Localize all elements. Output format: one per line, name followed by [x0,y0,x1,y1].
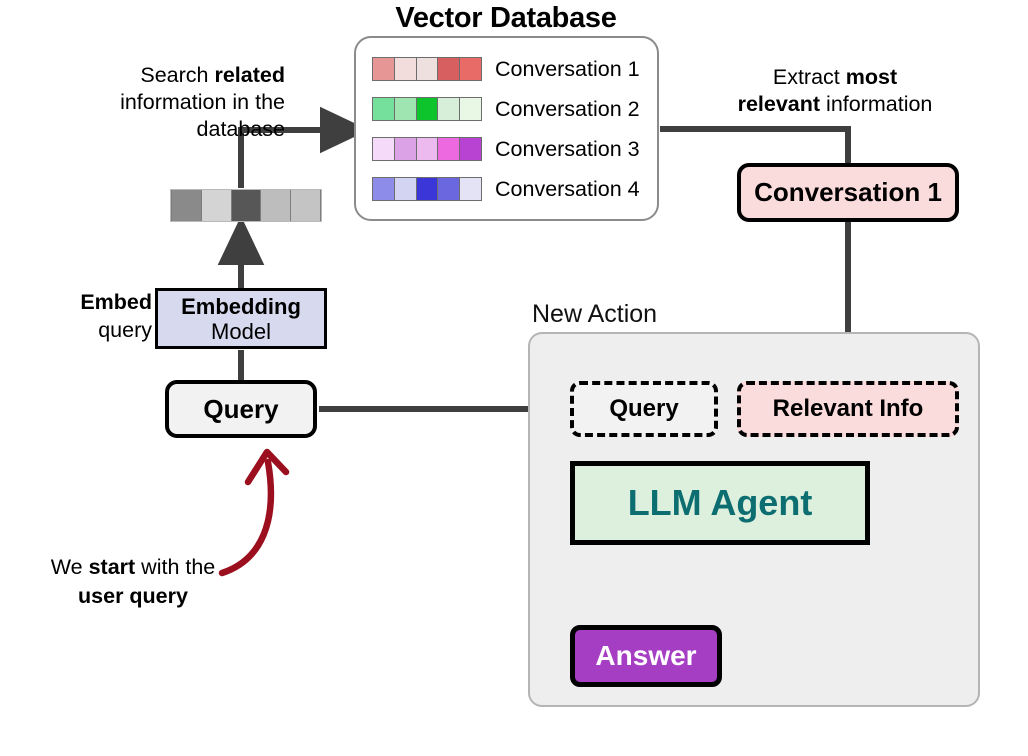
note-search-line2: information in the [120,90,285,114]
llm-agent-box[interactable]: LLM Agent [570,461,870,545]
note-search-line3: database [196,117,285,141]
new-action-label: New Action [532,300,658,328]
note-embed-line1: Embed [80,290,152,314]
vector-cell [438,138,461,160]
vector-cell [460,138,481,160]
note-search-line1-b: related [214,63,285,87]
embedding-vector-swatches [372,97,482,121]
embedding-vector-swatches [372,137,482,161]
note-embed-line2: query [98,318,152,342]
vector-cell [394,58,417,80]
vector-cell [438,98,461,120]
vector-database-panel: Conversation 1 Conversation 2 Conversati… [354,36,659,221]
note-search-related: Search related information in the databa… [30,62,285,143]
vector-cell [171,190,202,221]
embedding-model-subtitle: Model [211,318,271,344]
inner-query-box[interactable]: Query [570,381,718,437]
list-item: Conversation 1 [372,57,640,81]
list-item: Conversation 4 [372,177,640,201]
vector-cell [373,138,395,160]
vector-cell [373,178,395,200]
note-extract-line1-b: most [845,65,898,89]
note-start-user-query: We start with the user query [18,553,248,611]
embedding-model-box[interactable]: Embedding Model [155,288,327,349]
conversation-label: Conversation 4 [495,176,640,201]
note-extract-relevant: Extract most relevant information [690,64,980,118]
note-embed-query: Embed query [32,288,152,344]
note-search-line1-a: Search [140,63,215,87]
note-start-line1-b: start [88,555,136,579]
embedding-vector-swatches [372,57,482,81]
vector-cell [201,190,232,221]
query-embedding-vector [170,189,322,222]
arrow-user-query-callout-head [244,448,290,486]
vector-cell [460,178,481,200]
embedding-model-title: Embedding [181,293,301,319]
vector-cell [394,138,417,160]
arrow-database-to-conversation1 [660,126,851,163]
vector-cell [416,98,439,120]
vector-cell [460,98,481,120]
vector-cell [261,190,292,221]
vector-cell [373,58,395,80]
vector-cell [460,58,481,80]
vector-cell [416,178,439,200]
note-extract-line1-a: Extract [772,65,846,89]
embedding-vector-swatches [372,177,482,201]
conversation-label: Conversation 2 [495,96,640,121]
query-box[interactable]: Query [165,380,317,438]
vector-cell [438,58,461,80]
note-start-line2: user query [78,584,188,608]
page-title: Vector Database [395,2,617,34]
note-start-line1-a: We [50,555,89,579]
conversation-1-badge[interactable]: Conversation 1 [737,163,959,222]
note-extract-line2-b: information [820,92,933,116]
relevant-info-box[interactable]: Relevant Info [737,381,959,437]
vector-cell [231,190,262,221]
vector-cell [291,190,321,221]
vector-cell [416,138,439,160]
vector-cell [394,98,417,120]
vector-cell [416,58,439,80]
conversation-label: Conversation 3 [495,136,640,161]
list-item: Conversation 3 [372,137,640,161]
note-start-line1-c: with the [135,555,216,579]
vector-cell [394,178,417,200]
answer-box[interactable]: Answer [570,625,722,687]
note-extract-line2-a: relevant [737,92,821,116]
conversation-label: Conversation 1 [495,56,640,81]
vector-cell [438,178,461,200]
list-item: Conversation 2 [372,97,640,121]
vector-cell [373,98,395,120]
